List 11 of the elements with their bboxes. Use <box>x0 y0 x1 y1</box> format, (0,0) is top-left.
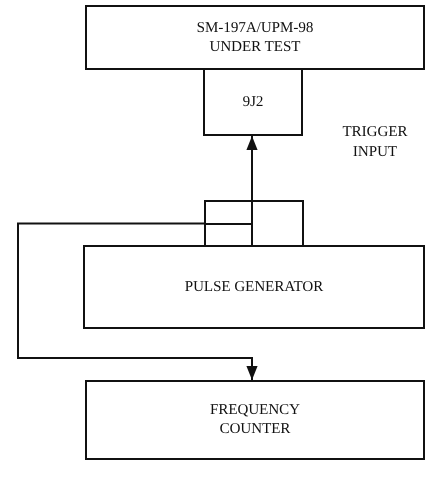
counter-box <box>85 380 425 460</box>
device-label: PULSE GENERATOR <box>184 278 324 296</box>
connector-box <box>203 68 303 136</box>
arrow <box>246 136 258 200</box>
generator-box <box>83 245 425 329</box>
device-box <box>85 5 425 70</box>
signal-label: TRIGGER INPUT <box>342 123 408 162</box>
device-label: SM-197A/UPM-98 UNDER TEST <box>196 18 314 56</box>
device-label: FREQUENCY COUNTER <box>208 401 301 439</box>
device-label: 9J2 <box>242 92 264 112</box>
arrow <box>17 222 258 380</box>
